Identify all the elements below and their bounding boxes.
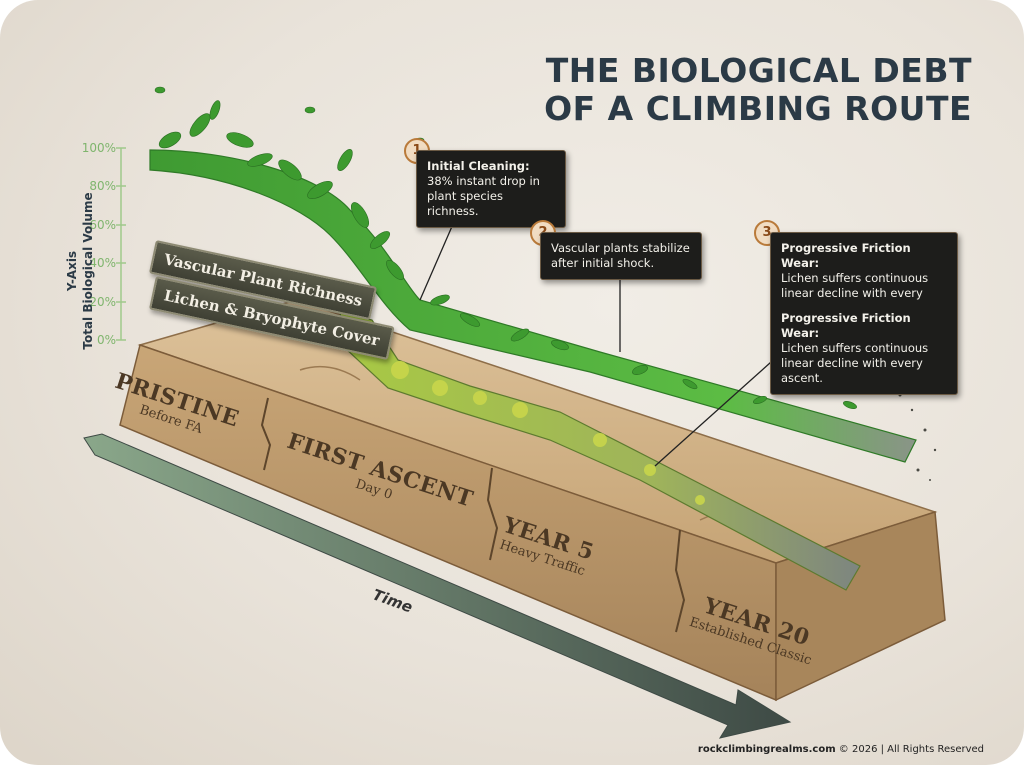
callout-3-text: Lichen suffers continuous linear decline… <box>781 271 929 300</box>
y-axis-label: Y-Axis Total Biological Volume <box>64 171 96 371</box>
callout-3-bold-2: Progressive Friction Wear: <box>781 311 911 340</box>
callout-2: Vascular plants stabilize after initial … <box>540 232 702 280</box>
callout-2-text: Vascular plants stabilize after initial … <box>551 241 690 270</box>
callout-3: Progressive Friction Wear: Lichen suffer… <box>770 232 958 395</box>
callout-3-text-2: Lichen suffers continuous linear decline… <box>781 341 929 385</box>
y-tick-100: 100% <box>81 141 116 155</box>
y-tick-80: 80% <box>89 179 116 193</box>
y-axis-label-line-2: Total Biological Volume <box>81 192 95 350</box>
title-line-1: THE BIOLOGICAL DEBT <box>545 51 972 90</box>
foliage <box>154 86 857 409</box>
callout-3-bold: Progressive Friction Wear: <box>781 241 911 270</box>
title-line-2: OF A CLIMBING ROUTE <box>544 89 972 128</box>
footer-rights: © 2026 | All Rights Reserved <box>835 744 984 755</box>
y-tick-0: 0% <box>96 333 116 347</box>
lichen-band <box>339 311 861 591</box>
y-tick-60: 60% <box>89 218 116 232</box>
footer-site[interactable]: rockclimbingrealms.com <box>697 744 836 755</box>
callout-1-text: 38% instant drop in plant species richne… <box>427 174 540 218</box>
callout-1: Initial Cleaning: 38% instant drop in pl… <box>416 150 566 228</box>
page-title: THE BIOLOGICAL DEBT OF A CLIMBING ROUTE <box>544 52 972 128</box>
time-arrow <box>83 433 792 739</box>
callout-1-bold: Initial Cleaning: <box>427 159 530 173</box>
footer: rockclimbingrealms.com © 2026 | All Righ… <box>698 744 984 755</box>
y-tick-40: 40% <box>89 256 116 270</box>
leader-line-3 <box>654 344 791 467</box>
y-tick-20: 20% <box>89 295 116 309</box>
y-axis-label-line-1: Y-Axis <box>65 250 79 292</box>
vascular-band <box>149 149 917 463</box>
